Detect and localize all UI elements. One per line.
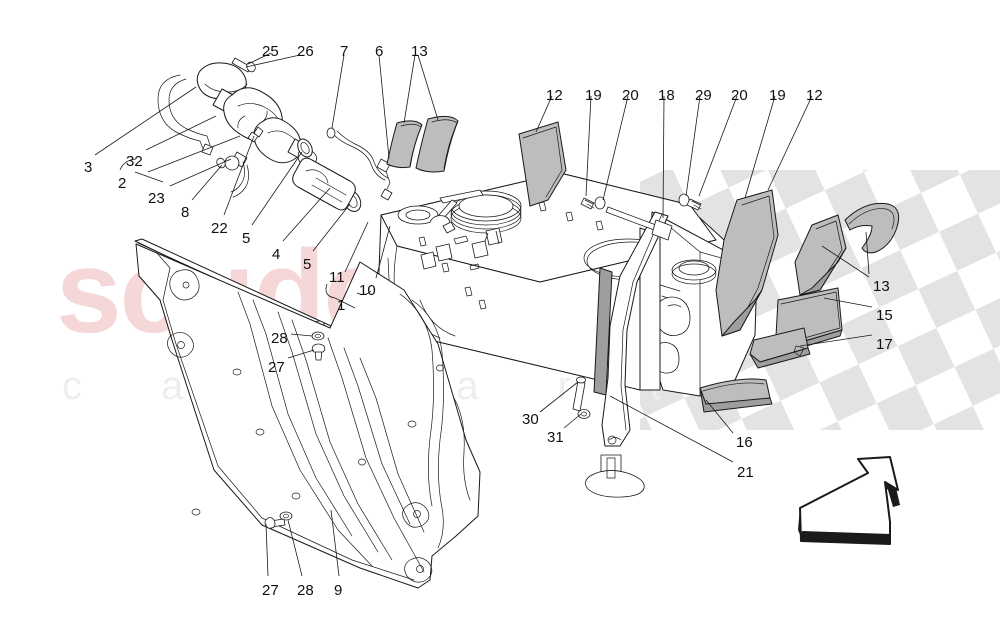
bolt-30-washer-31 [572, 376, 591, 419]
callout-26: 26 [297, 43, 314, 60]
callout-29: 29 [695, 87, 712, 104]
callout-10: 10 [359, 282, 376, 299]
callout-23: 23 [148, 190, 165, 207]
fuel-pump-assembly [157, 57, 362, 212]
callout-19: 19 [585, 87, 602, 104]
callout-8: 8 [181, 204, 190, 221]
callout-30: 30 [522, 411, 539, 428]
callout-2: 2 [118, 175, 127, 192]
callout-12: 12 [806, 87, 823, 104]
callout-3: 3 [84, 159, 93, 176]
tank-retaining-strap-21 [585, 211, 669, 498]
callout-1: 1 [337, 297, 346, 314]
callout-27: 27 [262, 582, 279, 599]
callout-15: 15 [876, 307, 893, 324]
callout-11: 11 [329, 269, 345, 286]
callout-18: 18 [658, 87, 675, 104]
callout-17: 17 [876, 336, 893, 353]
callout-13: 13 [411, 43, 428, 60]
right-insulation-pads [518, 121, 900, 413]
callout-22: 22 [211, 220, 228, 237]
callout-12: 12 [546, 87, 563, 104]
callout-19: 19 [769, 87, 786, 104]
callout-28: 28 [297, 582, 314, 599]
callout-21: 21 [737, 464, 754, 481]
tank-fasteners [580, 193, 702, 241]
callout-5: 5 [303, 256, 312, 273]
callout-20: 20 [731, 87, 748, 104]
callout-5: 5 [242, 230, 251, 247]
callout-9: 9 [334, 582, 343, 599]
callout-31: 31 [547, 429, 564, 446]
leader-lines [94, 52, 873, 577]
callout-32: 32 [126, 153, 143, 170]
forward-direction-arrow-icon [798, 456, 900, 545]
callout-25: 25 [262, 43, 279, 60]
callout-27: 27 [268, 359, 285, 376]
callout-4: 4 [272, 246, 281, 263]
heat-shield-panel-9 [134, 238, 481, 589]
callout-13: 13 [873, 278, 890, 295]
callout-6: 6 [375, 43, 384, 60]
insulation-pads-13-top [386, 115, 459, 173]
callout-20: 20 [622, 87, 639, 104]
callout-7: 7 [340, 43, 349, 60]
callout-28: 28 [271, 330, 288, 347]
callout-16: 16 [736, 434, 753, 451]
